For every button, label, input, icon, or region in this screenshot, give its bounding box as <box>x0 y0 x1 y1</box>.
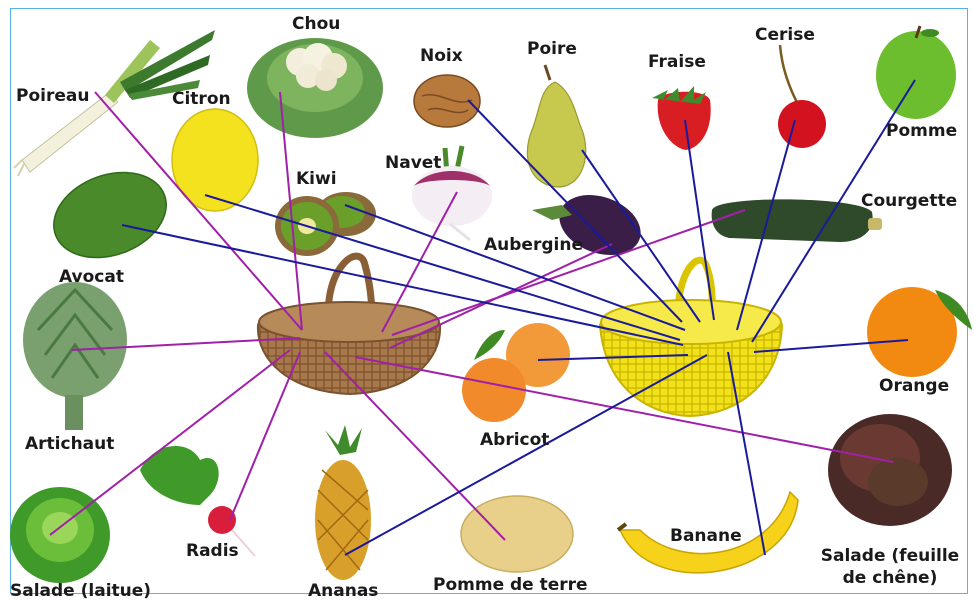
label-aubergine: Aubergine <box>484 235 583 255</box>
cerise-image <box>778 45 826 148</box>
label-courgette: Courgette <box>861 191 957 211</box>
label-radis: Radis <box>186 541 239 561</box>
label-salade-laitue: Salade (laitue) <box>10 581 151 601</box>
abricot-image <box>462 323 570 422</box>
pomme-de-terre-image <box>461 496 573 572</box>
label-citron: Citron <box>172 89 231 109</box>
courgette-image <box>712 199 882 242</box>
orange-image <box>867 287 972 377</box>
label-ananas: Ananas <box>308 581 378 601</box>
label-banane: Banane <box>670 526 742 546</box>
label-fraise: Fraise <box>648 52 706 72</box>
chou-image <box>247 38 383 138</box>
label-avocat: Avocat <box>59 267 124 287</box>
poire-image <box>527 65 585 187</box>
line-radis <box>230 352 300 520</box>
label-artichaut: Artichaut <box>25 434 114 454</box>
label-pomme-de-terre: Pomme de terre <box>433 575 588 595</box>
salade-feuille-de-chene-image <box>828 414 952 526</box>
ananas-image <box>315 425 371 580</box>
wicker-basket <box>258 256 440 394</box>
fraise-image <box>652 86 711 150</box>
label-noix: Noix <box>420 46 463 66</box>
label-poire: Poire <box>527 39 577 59</box>
label-salade-feuille-de-chene: Salade (feuille de chêne) <box>815 545 965 589</box>
line-fraise <box>685 120 714 320</box>
avocat-image <box>42 158 178 273</box>
pomme-image <box>876 26 956 119</box>
artichaut-image <box>23 282 127 430</box>
label-poireau: Poireau <box>16 86 89 106</box>
label-orange: Orange <box>879 376 949 396</box>
label-navet: Navet <box>385 153 441 173</box>
label-chou: Chou <box>292 14 340 34</box>
label-abricot: Abricot <box>480 430 549 450</box>
label-cerise: Cerise <box>755 25 815 45</box>
label-pomme: Pomme <box>886 121 957 141</box>
label-kiwi: Kiwi <box>296 169 337 189</box>
